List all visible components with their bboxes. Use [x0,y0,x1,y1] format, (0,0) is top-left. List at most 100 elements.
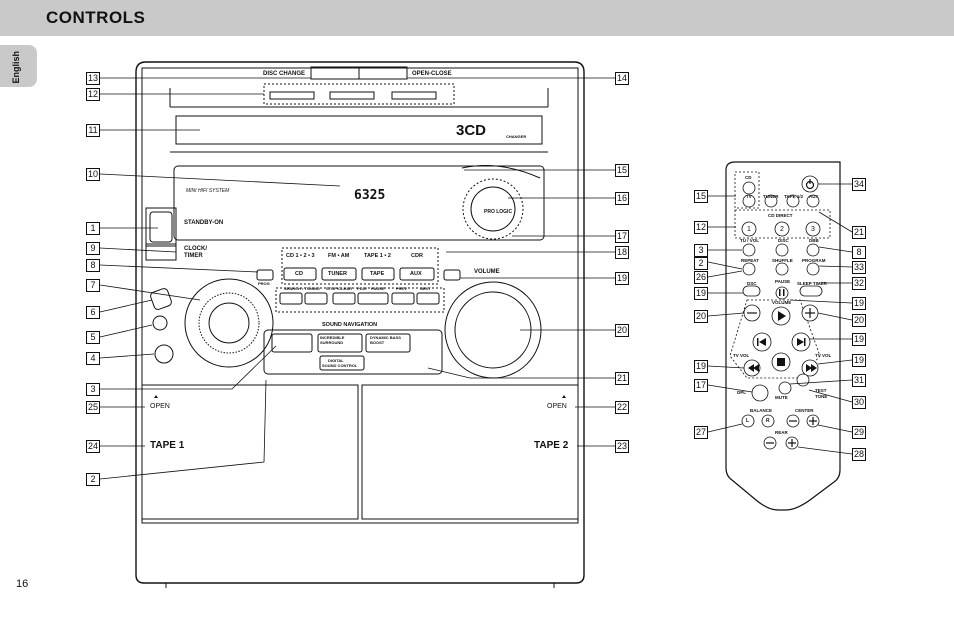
remote-tuner-label: TUNER [763,194,779,199]
cd-logo: 3CD [456,122,486,139]
remote-callout-3: 3 [694,244,708,257]
callout-23: 23 [615,440,629,453]
remote-callout-19b: 19 [694,360,708,373]
remote-tuner-vol-label: TU / VOL [740,238,759,243]
remote-callout-34: 34 [852,178,866,191]
remote-dsc-label: DSC [747,281,757,286]
stop-clear-label: STOP•CLEAR [326,286,352,291]
language-tab: English [0,45,37,87]
remote-callout-17: 17 [694,379,708,392]
source-row-fm-am: FM • AM [328,253,350,259]
remote-callout-21: 21 [852,226,866,239]
remote-repeat-label: REPEAT [741,258,759,263]
cd-button[interactable]: CD [295,271,303,277]
remote-dbb-label: DBB [809,238,819,243]
incredible-surround-label-1: INCREDIBLE [320,335,345,340]
callout-13: 13 [86,72,100,85]
page-number: 16 [16,578,29,590]
dbb-label-1: DYNAMIC BASS [370,335,401,340]
callout-21: 21 [615,372,629,385]
tape2-label: TAPE 2 [534,440,569,451]
remote-callout-33: 33 [852,261,866,274]
remote-callout-31: 31 [852,374,866,387]
disc-change-label: DISC CHANGE [263,71,306,77]
page-header: CONTROLS [0,0,954,36]
remote-program-label: PROGRAM [802,258,826,263]
open-right-label: OPEN [547,403,567,410]
remote-callout-26: 26 [694,271,708,284]
callout-10: 10 [86,168,100,181]
remote-callout-15: 15 [694,190,708,203]
tape1-label: TAPE 1 [150,440,185,451]
callout-12: 12 [86,88,100,101]
aux-button[interactable]: AUX [410,271,422,277]
callout-25: 25 [86,401,100,414]
callout-17: 17 [615,230,629,243]
remote-tv-vol-right-label: TV VOL [815,353,832,358]
open-close-label: OPEN-CLOSE [412,71,452,77]
remote-callout-28: 28 [852,448,866,461]
remote-dpl-label: DPL [737,390,746,395]
remote-callout-19e: 19 [852,354,866,367]
clock-timer-label-2: TIMER [184,253,203,259]
callout-24: 24 [86,440,100,453]
remote-test-label: TEST [815,388,827,393]
tape-button[interactable]: TAPE [370,271,385,277]
remote-cd-direct-label: CD DIRECT [768,213,793,218]
remote-callout-19c: 19 [852,297,866,310]
incredible-surround-label-2: SURROUND [320,340,344,345]
callout-14: 14 [615,72,629,85]
callout-16: 16 [615,192,629,205]
next-label: NEXT [420,286,431,291]
remote-aux-label: AUX [809,194,819,199]
prev-label: PREV [396,286,407,291]
remote-callout-29: 29 [852,426,866,439]
remote-tape-label: TAPE 1/2 [784,194,804,199]
remote-balance-label: BALANCE [750,408,772,413]
callout-19: 19 [615,272,629,285]
remote-disc-label: DISC [778,238,789,243]
remote-num-2[interactable]: 2 [780,226,784,233]
sound-navigation-label: SOUND NAVIGATION [322,322,378,328]
play-label: PLAY [357,286,368,291]
remote-callout-2: 2 [694,257,708,270]
callout-11: 11 [86,124,100,137]
source-row-cdr: CDR [411,253,423,259]
pro-logic-label: PRO LOGIC [484,209,513,215]
tuner-button[interactable]: TUNER [328,271,347,277]
remote-sleep-timer-label: SLEEP TIMER [797,281,827,286]
remote-center-label: CENTER [795,408,814,413]
remote-tv-label: TV [746,194,752,199]
source-row-cd: CD 1 • 2 • 3 [286,253,315,259]
remote-balance-r[interactable]: R [766,418,770,424]
remote-tone-label: TONE [815,394,828,399]
changer-label: CHANGER [506,134,527,139]
callout-7: 7 [86,279,100,292]
source-row-tape: TAPE 1 • 2 [364,253,391,259]
remote-callout-19d: 19 [852,333,866,346]
callout-1: 1 [86,222,100,235]
remote-pause-label: PAUSE [775,279,791,284]
callout-20: 20 [615,324,629,337]
prog-label: PROG [258,281,270,286]
remote-num-1[interactable]: 1 [747,226,751,233]
remote-callout-30: 30 [852,396,866,409]
display-digits: 6325 [354,188,386,203]
3cd-logo: 3CD [456,122,487,139]
remote-num-3[interactable]: 3 [811,226,815,233]
remote-callout-32: 32 [852,277,866,290]
volume-label: VOLUME [474,269,500,275]
callout-3: 3 [86,383,100,396]
pause-label: PAUSE [371,286,385,291]
remote-callout-27: 27 [694,426,708,439]
remote-callout-19a: 19 [694,287,708,300]
remote-balance-l[interactable]: L [746,418,750,424]
callout-15: 15 [615,164,629,177]
remote-callout-20b: 20 [852,314,866,327]
remote-callout-12: 12 [694,221,708,234]
callout-9: 9 [86,242,100,255]
callout-5: 5 [86,331,100,344]
remote-tv-vol-left-label: TV VOL [733,353,750,358]
callout-8: 8 [86,259,100,272]
